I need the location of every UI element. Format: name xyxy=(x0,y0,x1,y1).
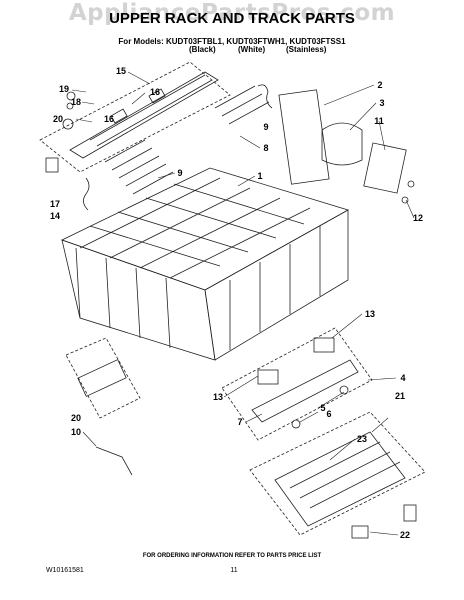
part-21-outline xyxy=(249,411,426,536)
callout-20a: 20 xyxy=(52,114,64,124)
part-22a xyxy=(351,525,369,539)
document-number: W10161581 xyxy=(46,567,84,574)
variant-white: (White) xyxy=(238,45,266,54)
callout-22: 22 xyxy=(399,530,411,540)
page-number: 11 xyxy=(230,567,238,574)
callout-11: 11 xyxy=(374,116,384,126)
callout-21: 21 xyxy=(394,391,406,401)
part-16 xyxy=(62,118,74,130)
part-11 xyxy=(363,142,407,194)
callout-13a: 13 xyxy=(364,309,376,319)
callout-16: 16 xyxy=(149,87,161,97)
part-18 xyxy=(66,102,74,110)
callout-2: 2 xyxy=(377,80,383,90)
models-line: For Models: KUDT03FTBL1, KUDT03FTWH1, KU… xyxy=(118,37,346,46)
part-5 xyxy=(339,385,349,395)
callout-20b: 20 xyxy=(70,413,82,423)
callout-15: 15 xyxy=(115,66,127,76)
callout-19: 19 xyxy=(58,84,70,94)
callout-17: 17 xyxy=(49,199,61,209)
part-20 xyxy=(77,359,127,397)
callout-12: 12 xyxy=(412,213,424,223)
part-14 xyxy=(83,177,90,211)
part-2 xyxy=(278,89,330,185)
callout-14: 14 xyxy=(49,211,61,221)
part-17 xyxy=(45,157,59,173)
callout-3: 3 xyxy=(379,98,385,108)
callout-10: 10 xyxy=(70,427,82,437)
part-13b xyxy=(313,337,335,353)
callout-4: 4 xyxy=(400,373,406,383)
upper-rack-basket xyxy=(60,167,350,361)
tines xyxy=(104,85,270,195)
part-20-outline xyxy=(65,337,141,419)
watermark: AppliancePartsPros.com xyxy=(68,0,396,26)
variant-stainless: (Stainless) xyxy=(286,45,327,54)
page-title: UPPER RACK AND TRACK PARTS xyxy=(109,10,355,27)
callout-18: 18 xyxy=(70,97,82,107)
screw-12a xyxy=(407,180,415,188)
part-10 xyxy=(95,446,133,476)
rail-outline xyxy=(39,61,231,173)
callout-5: 5 xyxy=(320,403,326,413)
ordering-note: FOR ORDERING INFORMATION REFER TO PARTS … xyxy=(142,553,322,559)
callout-23: 23 xyxy=(356,434,368,444)
track-rail xyxy=(69,71,219,159)
callout-16b: 16 xyxy=(103,114,115,124)
part-22b xyxy=(403,504,417,522)
part-6 xyxy=(291,419,301,429)
track-4 xyxy=(251,359,359,423)
callout-8: 8 xyxy=(263,143,269,153)
screw-12b xyxy=(401,196,409,204)
callout-9b: 9 xyxy=(263,122,269,132)
part-9 xyxy=(257,84,273,109)
callout-9a: 9 xyxy=(177,168,183,178)
callout-6: 6 xyxy=(326,409,332,419)
variant-black: (Black) xyxy=(189,45,216,54)
callout-7: 7 xyxy=(237,417,243,427)
callout-1: 1 xyxy=(257,171,263,181)
part-23 xyxy=(274,431,406,527)
leader-lines xyxy=(71,71,415,536)
callout-13b: 13 xyxy=(212,392,224,402)
part-19 xyxy=(66,91,76,101)
part-3 xyxy=(321,122,363,166)
part-13a xyxy=(257,369,279,385)
